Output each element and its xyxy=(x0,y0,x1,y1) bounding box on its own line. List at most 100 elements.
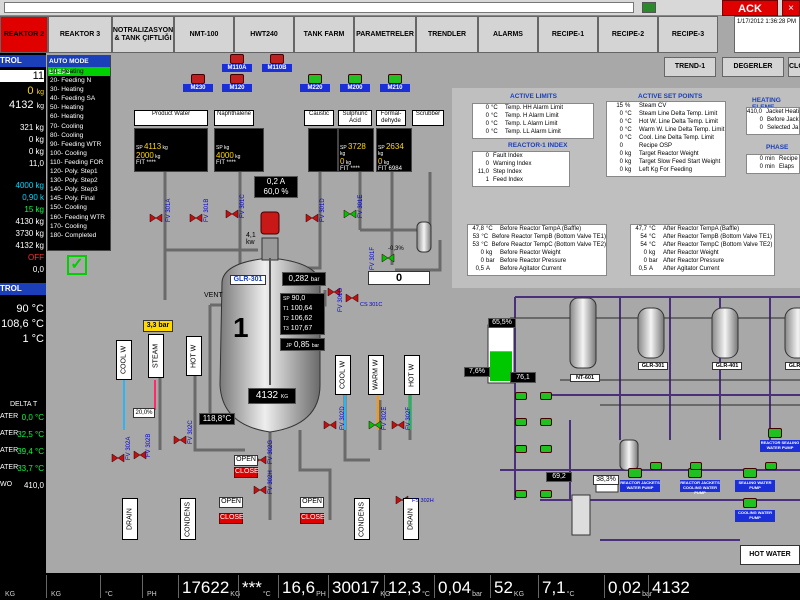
status-unit: °C xyxy=(422,591,430,598)
pump-label[interactable]: COOLING WATER PUMP xyxy=(735,510,775,522)
spacer xyxy=(378,130,410,142)
info-unit: bar xyxy=(649,258,658,264)
info-unit: kg xyxy=(625,159,632,165)
close-button-3[interactable]: CLOSE xyxy=(300,513,325,524)
pump-tag-m120[interactable]: M120 xyxy=(222,84,252,92)
tab-trend-1[interactable]: TREND-1 xyxy=(664,57,716,77)
pump-icon xyxy=(388,74,402,84)
valve-icon[interactable] xyxy=(323,420,337,430)
status-cell: °C xyxy=(104,573,113,600)
alarm-line[interactable] xyxy=(4,2,634,13)
product-fit: FIT **** xyxy=(340,166,360,172)
step-item: 160- Feeding WTR xyxy=(50,213,105,221)
step-item: 70- Cooling xyxy=(50,122,84,130)
pump-tag-m110a[interactable]: M110A xyxy=(222,64,252,72)
open-button-2[interactable]: OPEN xyxy=(219,497,243,508)
pump-label[interactable]: REACTOR SEALING WATER PUMP xyxy=(760,440,800,452)
tab-recipe-3[interactable]: RECIPE-3 xyxy=(658,16,718,53)
status-value: 16,6 xyxy=(282,578,316,597)
tab-parametreler[interactable]: PARAMETRELER xyxy=(354,16,416,53)
info-label: Before Reactor TempB (Bottom Valve TE1) xyxy=(491,234,606,240)
valve-icon[interactable] xyxy=(111,453,125,463)
valve-icon[interactable] xyxy=(343,209,357,219)
valve-icon[interactable] xyxy=(149,213,163,223)
product-name: Sulphuric Acid xyxy=(338,110,372,126)
sp-label: SP xyxy=(136,145,144,151)
valve-icon[interactable] xyxy=(253,485,267,495)
step-item: 100- Cooling xyxy=(50,149,87,157)
info-value: 0 xyxy=(619,151,623,157)
valve-icon[interactable] xyxy=(173,435,187,445)
tab-alarms[interactable]: ALARMS xyxy=(478,16,538,53)
open-button-3[interactable]: OPEN xyxy=(300,497,324,508)
valve-label: FV 302E xyxy=(382,406,388,430)
info-label: Elaps xyxy=(779,164,795,170)
status-cell: 4132 xyxy=(652,573,690,600)
pump-icon xyxy=(515,445,527,453)
pump-tag-m210[interactable]: M210 xyxy=(380,84,410,92)
info-label: Before Jack xyxy=(767,117,799,123)
tab-recipe-2[interactable]: RECIPE-2 xyxy=(598,16,658,53)
pump-icon xyxy=(540,392,552,400)
close-button-2[interactable]: CLOSE xyxy=(219,513,244,524)
pump-label[interactable]: REACTOR JACKETS WATER PUMP xyxy=(620,480,660,492)
tab-degerler[interactable]: DEGERLER xyxy=(722,57,784,77)
sp-value: 4113 xyxy=(143,142,162,151)
tab-notralizasyon-tank-iftli-i[interactable]: NOTRALIZASYON & TANK ÇIFTLIĞI xyxy=(112,16,174,53)
product-name: Naphthalene xyxy=(214,110,254,126)
valve-label: FV 301B xyxy=(204,198,210,222)
info-unit: kg xyxy=(625,151,632,157)
scrubber-value: 0 xyxy=(368,271,430,285)
tank-label: NT-601 xyxy=(570,374,600,382)
tab-reaktor-2[interactable]: REAKTOR 2 xyxy=(0,16,48,53)
close-button-1[interactable]: CLOSE xyxy=(234,467,259,478)
product-fit: FIT **** xyxy=(136,160,156,166)
reactor-weight: 4132 KG xyxy=(248,388,296,404)
info-label: Before Agitator Current xyxy=(500,266,562,272)
pump-tag-m200[interactable]: M200 xyxy=(340,84,370,92)
unit: kg xyxy=(382,160,390,166)
open-button-1[interactable]: OPEN xyxy=(234,455,258,466)
tab-nmt-100[interactable]: NMT-100 xyxy=(174,16,234,53)
valve-icon[interactable] xyxy=(391,420,405,430)
pump-tag-m220[interactable]: M220 xyxy=(300,84,330,92)
tab-recipe-1[interactable]: RECIPE-1 xyxy=(538,16,598,53)
valve-icon[interactable] xyxy=(189,213,203,223)
pump-tag-m110b[interactable]: M110B xyxy=(262,64,292,72)
product-name: Caustic xyxy=(304,110,334,126)
tab-tank-farm[interactable]: TANK FARM xyxy=(294,16,354,53)
ack-button[interactable]: ACK xyxy=(722,0,778,16)
valve-icon[interactable] xyxy=(133,450,147,460)
valve-label: FS 302H xyxy=(412,498,434,504)
valve-icon[interactable] xyxy=(225,209,239,219)
pump-label[interactable]: SEALING WATER PUMP xyxy=(735,480,775,492)
valve-icon[interactable] xyxy=(381,253,395,263)
valve-icon[interactable] xyxy=(327,287,341,297)
valve-label: FV 301C xyxy=(240,194,246,218)
close-window-button[interactable]: × xyxy=(782,0,800,16)
hot-water-button[interactable]: HOT WATER xyxy=(740,545,800,565)
valve-label: FV 302G xyxy=(268,439,274,464)
tab-close[interactable]: CLOSE xyxy=(788,57,800,77)
pct3: 38,3% xyxy=(593,475,619,485)
valve-icon[interactable] xyxy=(368,420,382,430)
tab-hwt240[interactable]: HWT240 xyxy=(234,16,294,53)
product-pv: 0 kg xyxy=(378,157,410,166)
tab-reaktor-3[interactable]: REAKTOR 3 xyxy=(48,16,112,53)
pump-tag-m230[interactable]: M230 xyxy=(183,84,213,92)
valve-icon[interactable] xyxy=(305,213,319,223)
status-unit: KG xyxy=(230,591,241,598)
jacket-pressure: JP 0,85 bar xyxy=(280,338,325,351)
tab-trendler[interactable]: TRENDLER xyxy=(416,16,478,53)
valve-label: FV 301D xyxy=(320,198,326,222)
valve-icon[interactable] xyxy=(345,293,359,303)
pump-label[interactable]: REACTOR JACKETS COOLING WATER PUMP xyxy=(680,480,720,495)
